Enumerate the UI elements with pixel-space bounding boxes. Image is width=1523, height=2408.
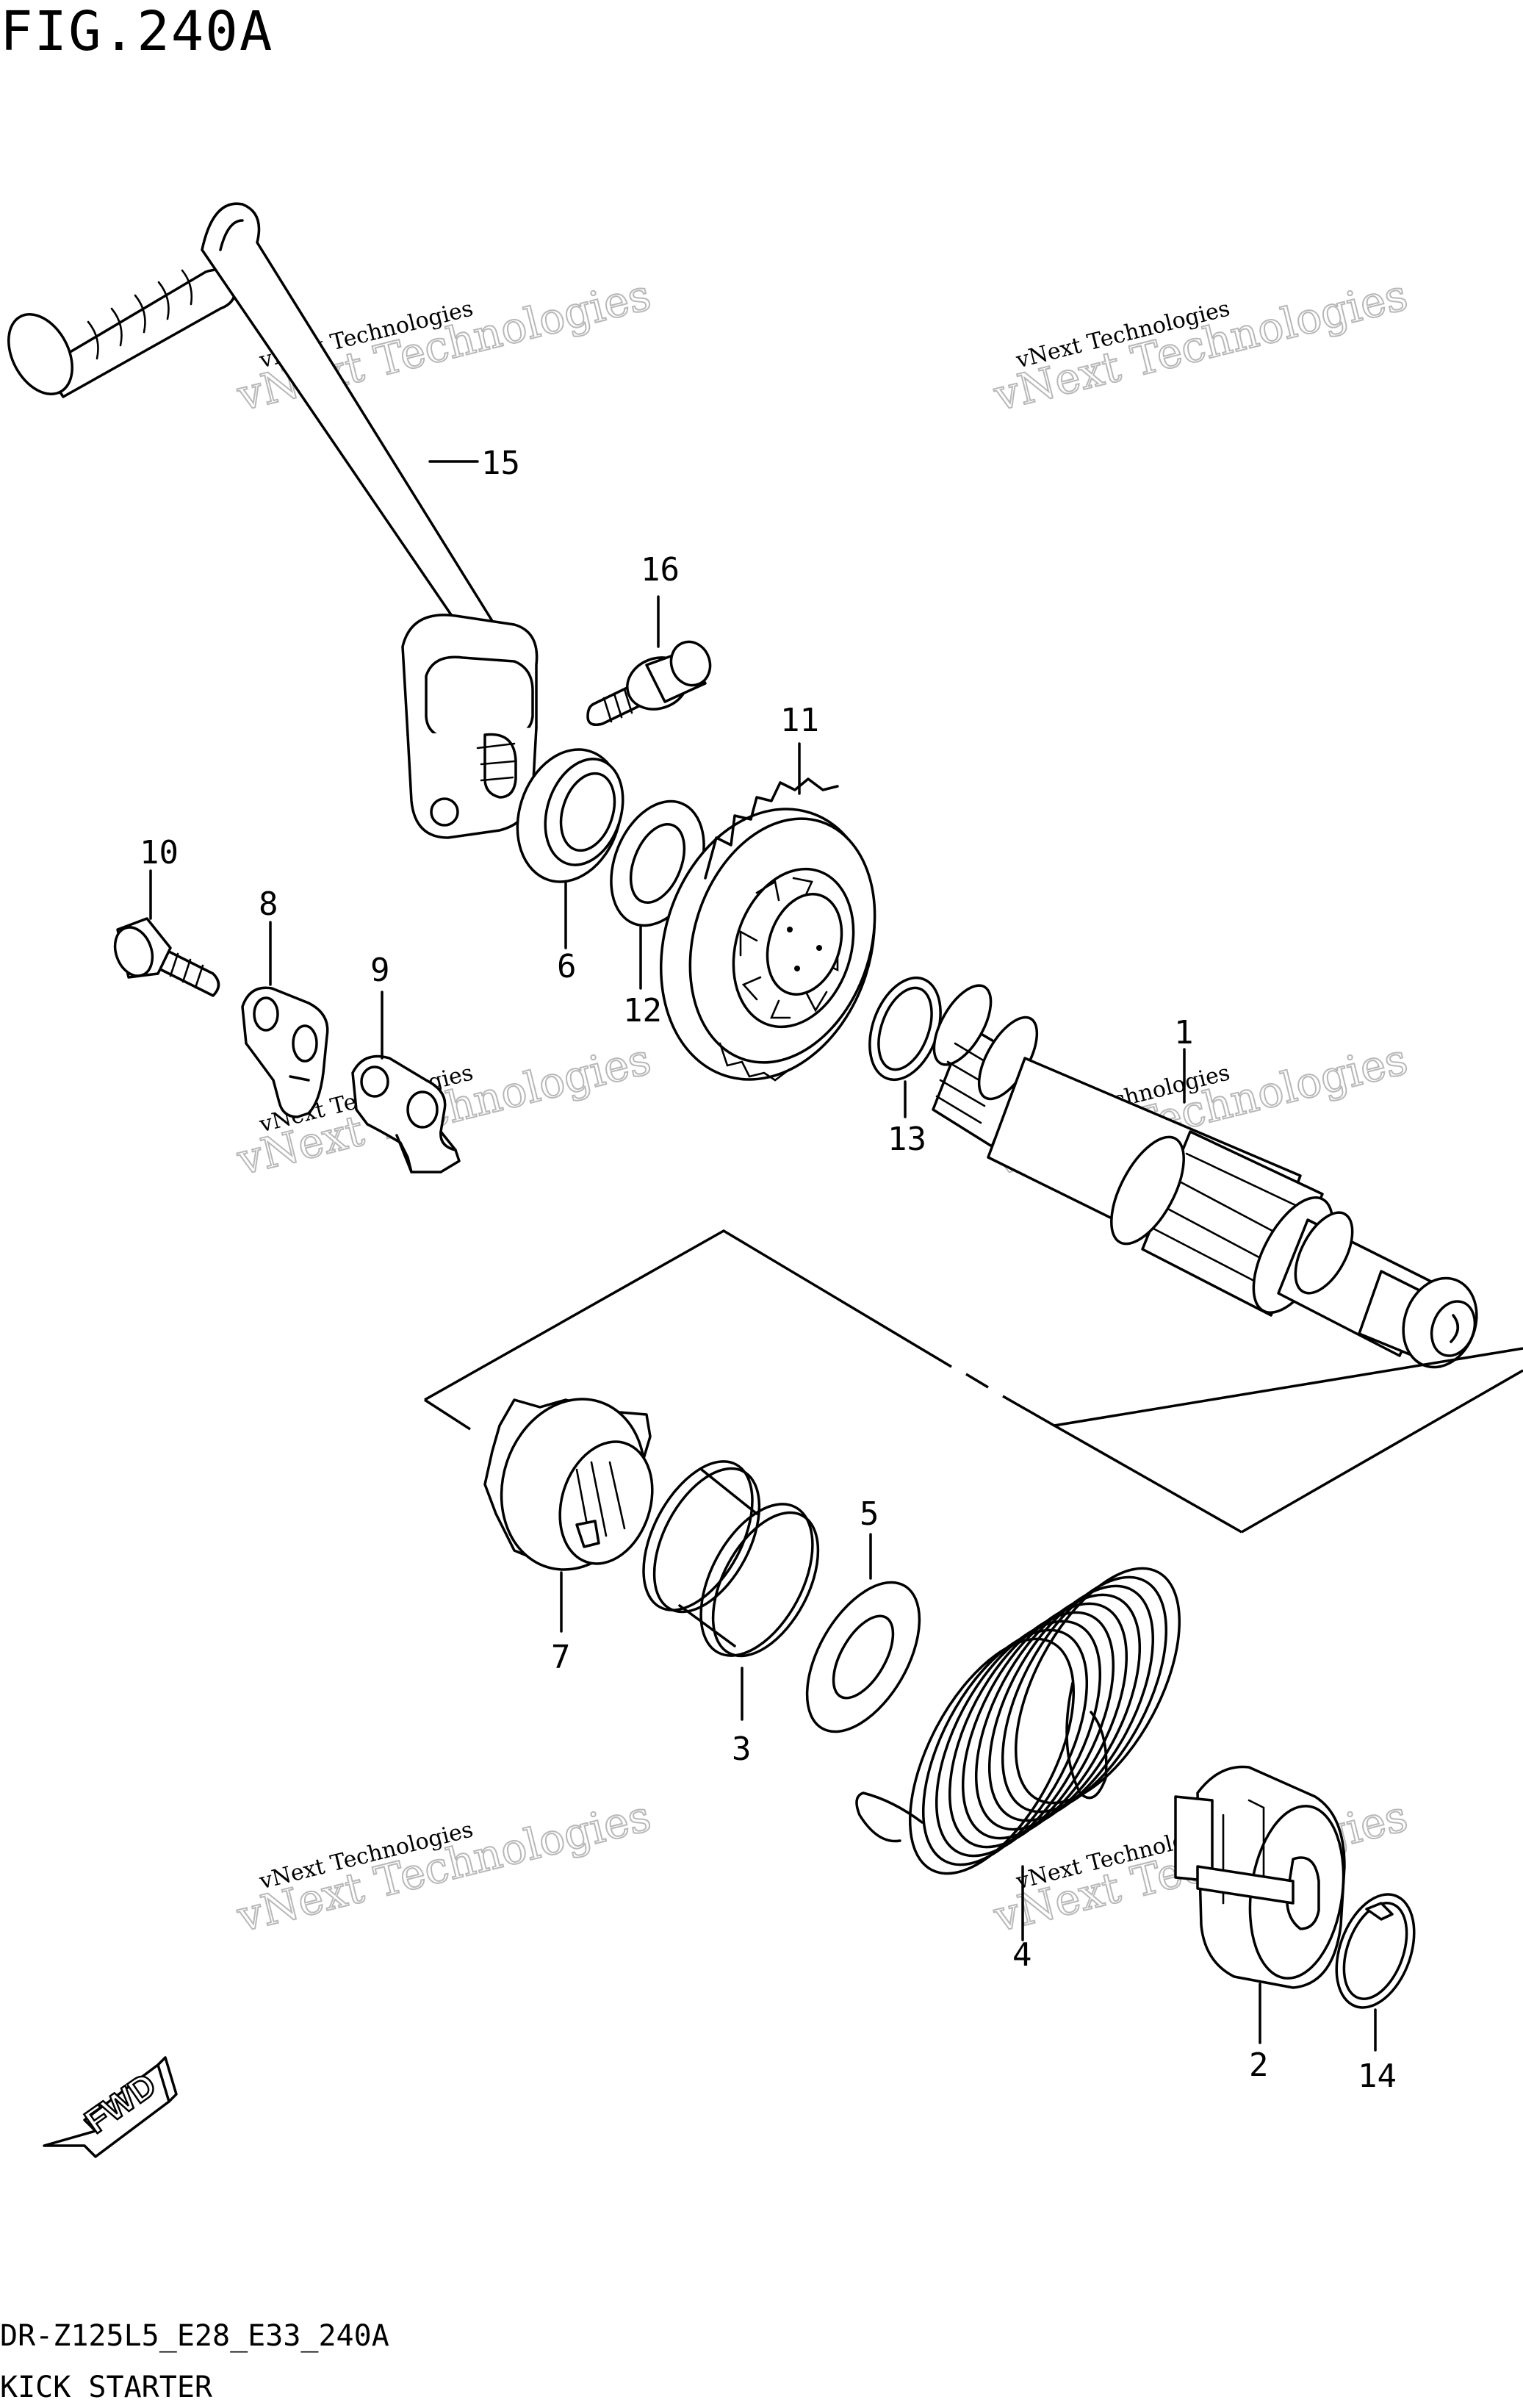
gear-hole [794, 966, 800, 971]
part-spring[interactable] [621, 1444, 840, 1674]
callout-2[interactable]: 2 [1249, 2046, 1269, 2084]
part-washer-5[interactable] [784, 1564, 943, 1750]
part-bolt-10[interactable] [109, 917, 220, 997]
part-lever-bolt[interactable] [586, 636, 716, 726]
part-stopper[interactable] [351, 1054, 461, 1174]
callout-13[interactable]: 13 [887, 1121, 926, 1158]
assembly-outline [424, 1229, 1523, 1534]
part-idle-gear[interactable] [627, 777, 908, 1107]
part-spring-guide[interactable] [1174, 1765, 1354, 1989]
callout-14[interactable]: 14 [1358, 2057, 1397, 2095]
part-oil-seal[interactable] [501, 736, 638, 895]
figure-title: FIG.240A [0, 0, 273, 63]
part-kick-starter-shaft[interactable] [923, 977, 1489, 1378]
part-kick-gear[interactable] [480, 1380, 667, 1588]
fwd-arrow: FWD [43, 2056, 178, 2158]
part-circlip[interactable] [1322, 1883, 1429, 2018]
watermark-2: vNext Technologies vNext Technologies [988, 269, 1413, 422]
callout-15[interactable]: 15 [481, 445, 520, 482]
callout-12[interactable]: 12 [623, 992, 662, 1029]
callout-1[interactable]: 1 [1174, 1014, 1194, 1052]
callout-3[interactable]: 3 [732, 1730, 752, 1768]
watermark-5: vNext Technologies vNext Technologies [231, 1790, 656, 1943]
callout-10[interactable]: 10 [140, 834, 179, 871]
callout-9[interactable]: 9 [370, 952, 390, 989]
gear-hole [787, 927, 793, 932]
callout-5[interactable]: 5 [860, 1495, 879, 1533]
figure-name: KICK STARTER [0, 2371, 213, 2404]
callout-6[interactable]: 6 [557, 948, 577, 985]
part-kick-lever[interactable] [0, 202, 539, 839]
part-guide-plate[interactable] [241, 986, 329, 1118]
callout-8[interactable]: 8 [259, 885, 278, 923]
callout-11[interactable]: 11 [780, 702, 819, 739]
callout-16[interactable]: 16 [641, 551, 680, 589]
figure-code: DR-Z125L5_E28_E33_240A [0, 2319, 389, 2353]
gear-hole [816, 945, 822, 951]
part-washer-13[interactable] [857, 968, 954, 1089]
callout-7[interactable]: 7 [551, 1639, 571, 1676]
callout-4[interactable]: 4 [1012, 1936, 1032, 1974]
part-return-spring[interactable] [855, 1543, 1213, 1900]
